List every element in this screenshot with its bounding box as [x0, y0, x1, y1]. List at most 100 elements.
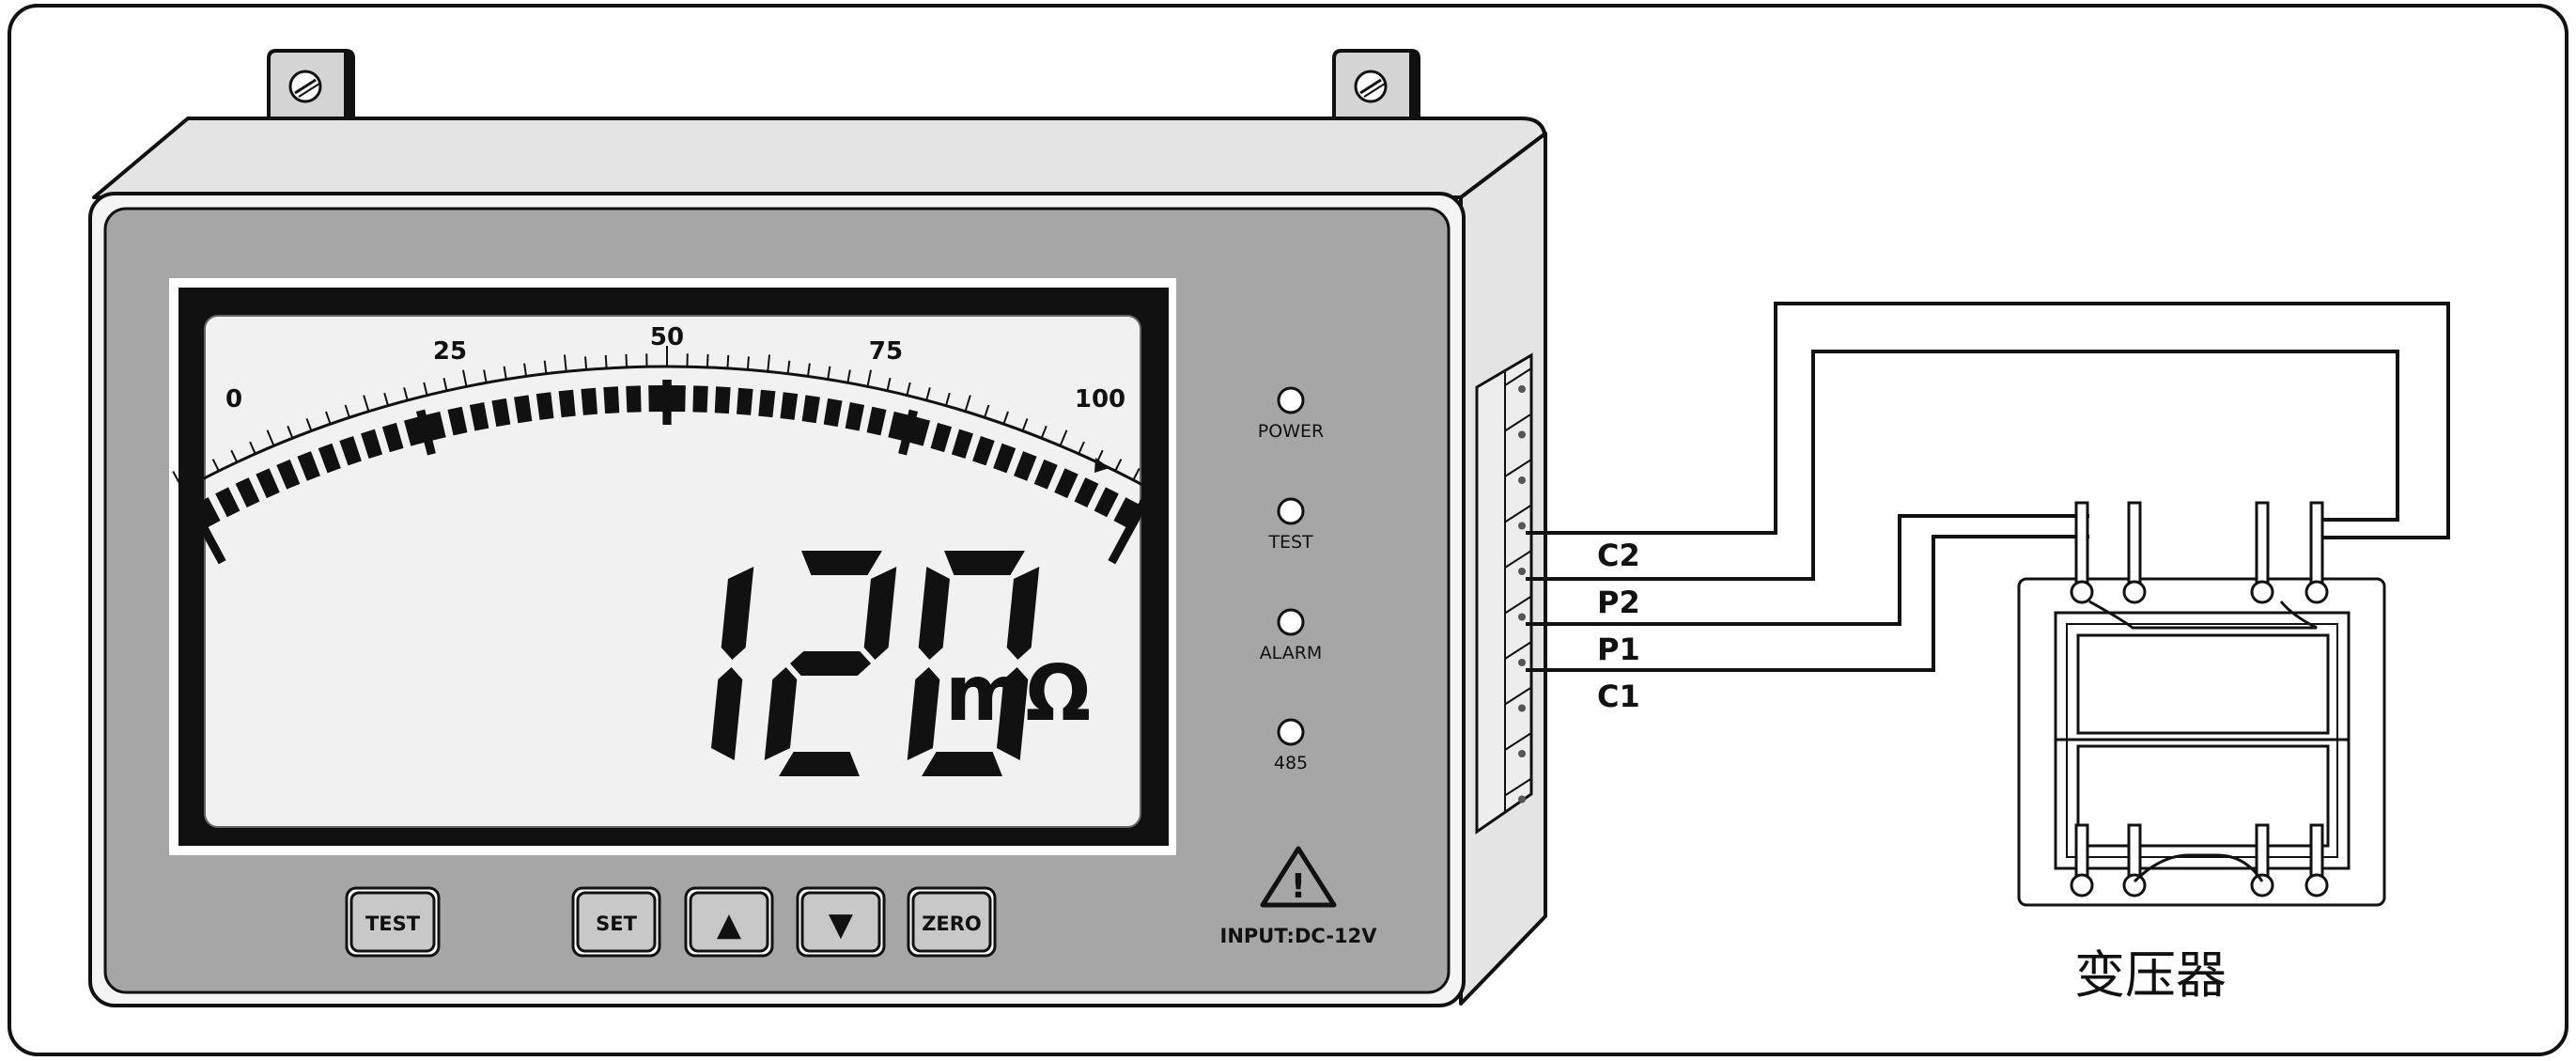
transformer-lead-top — [2127, 501, 2142, 591]
up-button[interactable]: ▲ — [684, 886, 774, 958]
mounting-tab-right — [1332, 49, 1420, 122]
transformer-terminal-top — [2122, 580, 2147, 604]
scale-bar-segment — [972, 435, 995, 466]
indicator-test: TEST — [1267, 497, 1313, 553]
scale-tick — [906, 382, 911, 396]
mounting-tab-left — [267, 49, 355, 122]
comm-led-label: 485 — [1274, 753, 1308, 773]
scale-tick — [584, 356, 588, 370]
digit-segment-d — [922, 752, 1002, 776]
scale-tick — [746, 356, 750, 370]
scale-tick — [230, 449, 239, 463]
scale-tick — [1059, 429, 1068, 446]
scale-bar-segment — [514, 395, 533, 424]
digit-segment-f — [918, 567, 950, 660]
digit-segment-c — [711, 667, 743, 760]
digit-segment-e — [764, 667, 798, 760]
scale-label-75: 75 — [869, 337, 903, 366]
down-button[interactable]: ▼ — [796, 886, 886, 958]
scale-bar-segment — [276, 459, 301, 490]
test-button[interactable]: TEST — [345, 886, 441, 958]
transformer-icon — [2017, 501, 2386, 907]
scale-end-arrow — [1094, 458, 1110, 473]
scale-bar-segment — [1033, 459, 1058, 490]
transformer-terminal-bottom — [2070, 873, 2094, 897]
scale-bar-segment — [930, 422, 953, 453]
comm-led-icon — [1277, 718, 1305, 746]
scale-bar-segment — [648, 385, 663, 413]
scale-bar-segment — [381, 422, 404, 453]
alarm-led-icon — [1277, 608, 1305, 636]
down-arrow-icon: ▼ — [829, 906, 854, 944]
transformer-terminal-bottom — [2122, 873, 2147, 897]
terminal-block — [1475, 352, 1533, 835]
transformer-lead-top — [2074, 501, 2089, 591]
scale-tick — [503, 366, 507, 380]
scale-tick — [325, 411, 332, 425]
terminal-divider — [1504, 413, 1532, 432]
scale-bar-segment — [737, 387, 753, 415]
terminal-divider — [1504, 367, 1532, 386]
scale-tick — [806, 363, 811, 377]
transformer-terminal-top — [2304, 580, 2329, 604]
scale-bar-segment — [951, 429, 973, 460]
scale-bar-segment — [866, 406, 887, 436]
scale-bar-segment — [339, 435, 362, 466]
scale-bar-segment — [215, 487, 241, 518]
scale-tick — [523, 363, 528, 377]
scale-bar-segment — [1014, 451, 1037, 481]
scale-bar-segment — [318, 443, 341, 474]
scale-tick — [625, 353, 628, 367]
power-led-icon — [1277, 386, 1305, 414]
scale-tick — [211, 459, 220, 472]
wire-p1 — [1526, 514, 2089, 626]
scale-tick — [1040, 425, 1047, 439]
transformer-terminal-bottom — [2304, 873, 2329, 897]
scale-major-marker — [185, 498, 226, 565]
transformer-terminal-bottom — [2250, 873, 2274, 897]
scale-bar-segment — [491, 398, 511, 428]
scale-bar-segment — [714, 386, 731, 414]
scale-tick — [249, 441, 256, 455]
scale-tick — [726, 354, 730, 368]
scale-tick — [403, 387, 409, 401]
terminal-divider — [1504, 459, 1532, 477]
transformer-terminal-top — [2250, 580, 2274, 604]
scale-bar-segment — [603, 386, 620, 414]
terminal-screw — [1518, 750, 1526, 757]
set-button[interactable]: SET — [571, 886, 661, 958]
scale-tick — [423, 382, 428, 396]
test-button-label: TEST — [365, 913, 421, 935]
warning-symbol: ! — [1291, 867, 1306, 906]
terminal-divider — [1504, 595, 1532, 615]
scale-tick — [172, 471, 184, 491]
scale-tick — [706, 353, 709, 367]
terminal-label-c2: C2 — [1597, 538, 1640, 573]
scale-bar-segment — [581, 387, 597, 415]
wire-p2 — [1526, 350, 2399, 581]
scale-major-marker — [898, 409, 919, 456]
transformer-terminal-top — [2070, 580, 2094, 604]
scale-bar-segment — [993, 443, 1016, 474]
indicator-485: 485 — [1274, 718, 1308, 773]
digit-2 — [764, 551, 897, 776]
housing-top — [92, 117, 1547, 199]
scale-bar-segment — [535, 392, 554, 420]
scale-tick — [563, 354, 567, 372]
digit-1 — [711, 567, 754, 760]
scale-bar-segment — [823, 398, 843, 428]
terminal-screw — [1518, 476, 1526, 484]
scale-tick — [442, 377, 448, 391]
scale-tick — [1078, 441, 1085, 455]
scale-tick — [886, 377, 892, 391]
terminal-screw — [1518, 795, 1526, 804]
zero-button[interactable]: ZERO — [907, 886, 997, 958]
scale-tick — [1132, 467, 1141, 481]
scale-bar-segment — [297, 451, 320, 481]
scale-bar-segment — [692, 385, 708, 413]
alarm-led-label: ALARM — [1260, 643, 1323, 663]
scale-bar-segment — [780, 392, 799, 420]
scale-tick — [483, 369, 488, 383]
digit-segment-b — [721, 567, 754, 660]
